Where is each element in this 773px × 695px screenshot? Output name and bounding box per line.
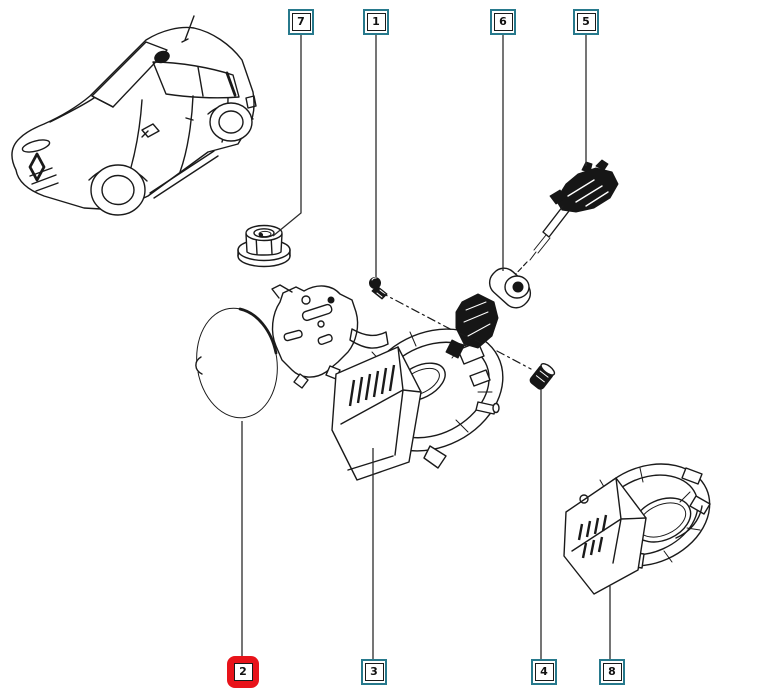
part-8-filler-housing-variant — [563, 463, 711, 595]
part-4-plug — [529, 362, 556, 390]
callout-box-3[interactable]: 3 — [361, 659, 387, 685]
callout-number-6: 6 — [493, 13, 513, 31]
car-rear-wheel — [209, 102, 253, 142]
car-body-outline — [11, 26, 255, 211]
part-1-screw — [369, 277, 388, 300]
car-illustration — [11, 15, 257, 216]
car-mirror — [141, 123, 160, 138]
assembly-axis-dashlines — [379, 291, 532, 370]
callout-box-6[interactable]: 6 — [490, 9, 516, 35]
car-brand-diamond — [28, 152, 46, 182]
leader-lines — [241, 35, 611, 659]
callout-number-4: 4 — [534, 663, 554, 681]
part-6-latch-actuator — [445, 267, 532, 359]
leader-line-7 — [272, 35, 302, 237]
callout-box-1[interactable]: 1 — [363, 9, 389, 35]
car-headlight — [21, 139, 51, 153]
callout-number-8: 8 — [602, 663, 622, 681]
callout-box-4[interactable]: 4 — [531, 659, 557, 685]
part-7-flange-nut — [237, 224, 291, 268]
fuel-flap-location-dot — [154, 50, 170, 64]
part-3-filler-housing — [331, 328, 504, 481]
car-side-windows — [152, 61, 240, 99]
callout-number-5: 5 — [576, 13, 596, 31]
callout-box-2-highlighted[interactable]: 2 — [227, 656, 259, 688]
callout-box-5[interactable]: 5 — [573, 9, 599, 35]
callout-number-3: 3 — [364, 663, 384, 681]
part-5-release-mechanism — [512, 159, 619, 278]
callout-box-8[interactable]: 8 — [599, 659, 625, 685]
callout-box-7[interactable]: 7 — [288, 9, 314, 35]
callout-number-7: 7 — [291, 13, 311, 31]
hinge-plate — [271, 284, 389, 389]
callout-number-1: 1 — [366, 13, 386, 31]
car-antenna — [181, 15, 195, 43]
car-front-wheel — [90, 164, 146, 216]
callout-number-2: 2 — [233, 663, 253, 681]
part-2-fuel-filler-flap — [193, 307, 278, 419]
